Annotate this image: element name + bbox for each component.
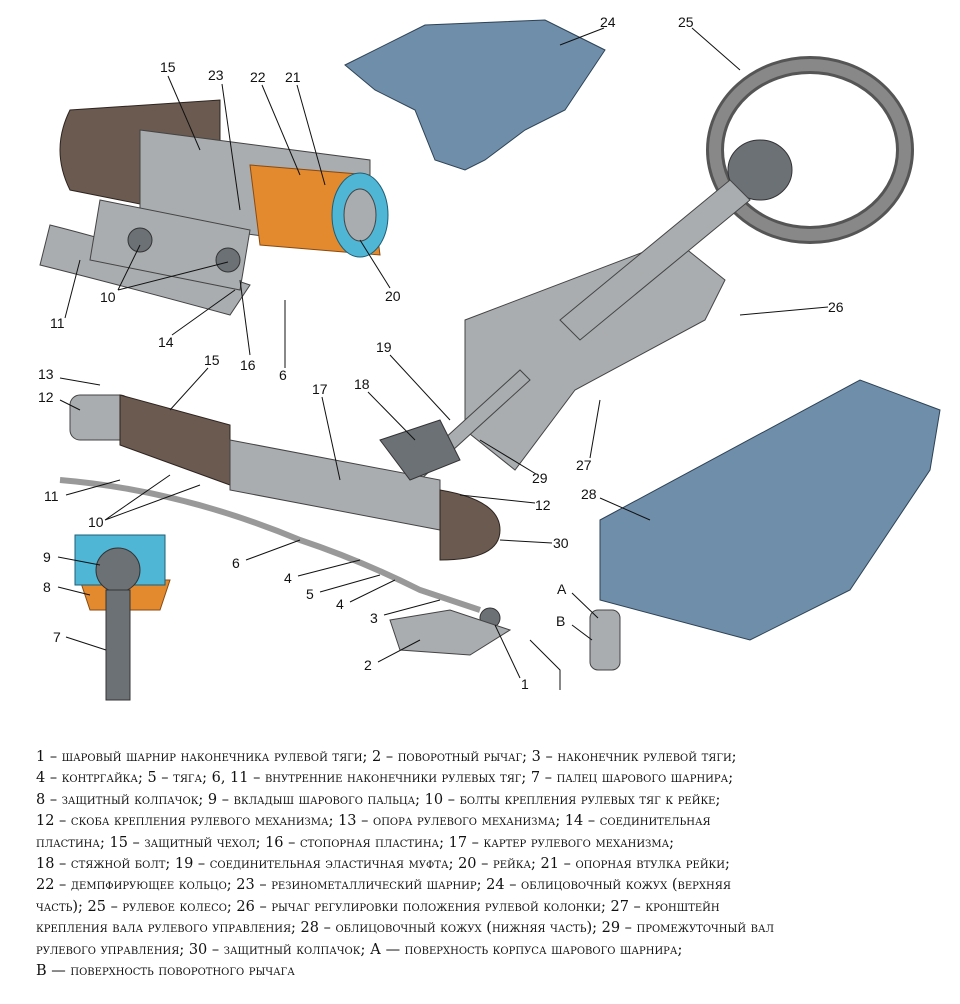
- caption-line: 22 – демпфирующее кольцо; 23 – резиномет…: [36, 877, 731, 894]
- lower-shroud-illustration: [599, 379, 941, 641]
- caption-line: крепления вала рулевого управления; 28 –…: [36, 920, 774, 937]
- callout-7: 7: [53, 629, 61, 645]
- joint-detail-AB-illustration: [529, 609, 621, 690]
- leader-lines: [57, 27, 829, 679]
- callout-26: 26: [828, 299, 844, 315]
- steering-rack-illustration: [59, 394, 512, 656]
- callout-6: 6: [279, 367, 287, 383]
- callout-13: 13: [38, 366, 54, 382]
- caption-line: 8 – защитный колпачок; 9 – вкладыш шаров…: [36, 791, 721, 808]
- callout-23: 23: [208, 67, 224, 83]
- caption-line: 1 – шаровый шарнир наконечника рулевой т…: [36, 749, 737, 765]
- callout-12: 12: [38, 389, 54, 405]
- callout-16: 16: [240, 357, 256, 373]
- caption-line: часть); 25 – рулевое колесо; 26 – рычаг …: [36, 898, 720, 915]
- callout-27: 27: [576, 457, 592, 473]
- callout-22: 22: [250, 69, 266, 85]
- callout-11: 11: [50, 315, 65, 331]
- legend-caption: 1 – шаровый шарнир наконечника рулевой т…: [36, 747, 946, 982]
- caption-line: 4 – контргайка; 5 – тяга; 6, 11 – внутре…: [36, 770, 734, 787]
- steering-column-illustration: [409, 179, 751, 481]
- callout-21: 21: [285, 69, 301, 85]
- callout-17: 17: [312, 381, 328, 397]
- callout-24: 24: [600, 14, 616, 30]
- callout-B: B: [556, 613, 565, 629]
- callout-11-rack: 11: [44, 488, 59, 504]
- callout-1: 1: [521, 676, 529, 692]
- callout-15: 15: [160, 59, 176, 75]
- callout-25: 25: [678, 14, 694, 30]
- callout-28: 28: [581, 486, 597, 502]
- steering-diagram: 15 23 22 21 11 10 14 16 6 20 24 25 26 13…: [38, 14, 941, 701]
- callout-8: 8: [43, 579, 51, 595]
- callout-30: 30: [553, 535, 569, 551]
- caption-line: 18 – стяжной болт; 19 – соединительная э…: [36, 856, 730, 873]
- rack-detail-illustration: [39, 99, 389, 316]
- callout-9: 9: [43, 549, 51, 565]
- caption-line: 12 – скоба крепления рулевого механизма;…: [36, 813, 711, 830]
- caption-line: В — поверхность поворотного рычага: [36, 963, 295, 980]
- ball-joint-illustration: [74, 534, 171, 701]
- callout-10: 10: [100, 289, 116, 305]
- callout-3: 3: [370, 610, 378, 626]
- callout-6-rack: 6: [232, 555, 240, 571]
- callout-20: 20: [385, 288, 401, 304]
- callout-19: 19: [376, 339, 392, 355]
- callout-15-rack: 15: [204, 352, 220, 368]
- caption-line: пластина; 15 – защитный чехол; 16 – стоп…: [36, 834, 675, 851]
- callout-5: 5: [306, 586, 314, 602]
- caption-line: рулевого управления; 30 – защитный колпа…: [36, 941, 683, 958]
- callout-2: 2: [364, 657, 372, 673]
- callout-29: 29: [532, 470, 548, 486]
- callout-12-rack: 12: [535, 497, 551, 513]
- steering-wheel-illustration: [706, 56, 914, 244]
- callout-4: 4: [284, 570, 292, 586]
- callout-14: 14: [158, 334, 174, 350]
- callout-18: 18: [354, 376, 370, 392]
- callout-10-rack: 10: [88, 514, 104, 530]
- upper-shroud-illustration: [344, 19, 606, 171]
- callout-4b: 4: [336, 596, 344, 612]
- callout-A: A: [557, 581, 567, 597]
